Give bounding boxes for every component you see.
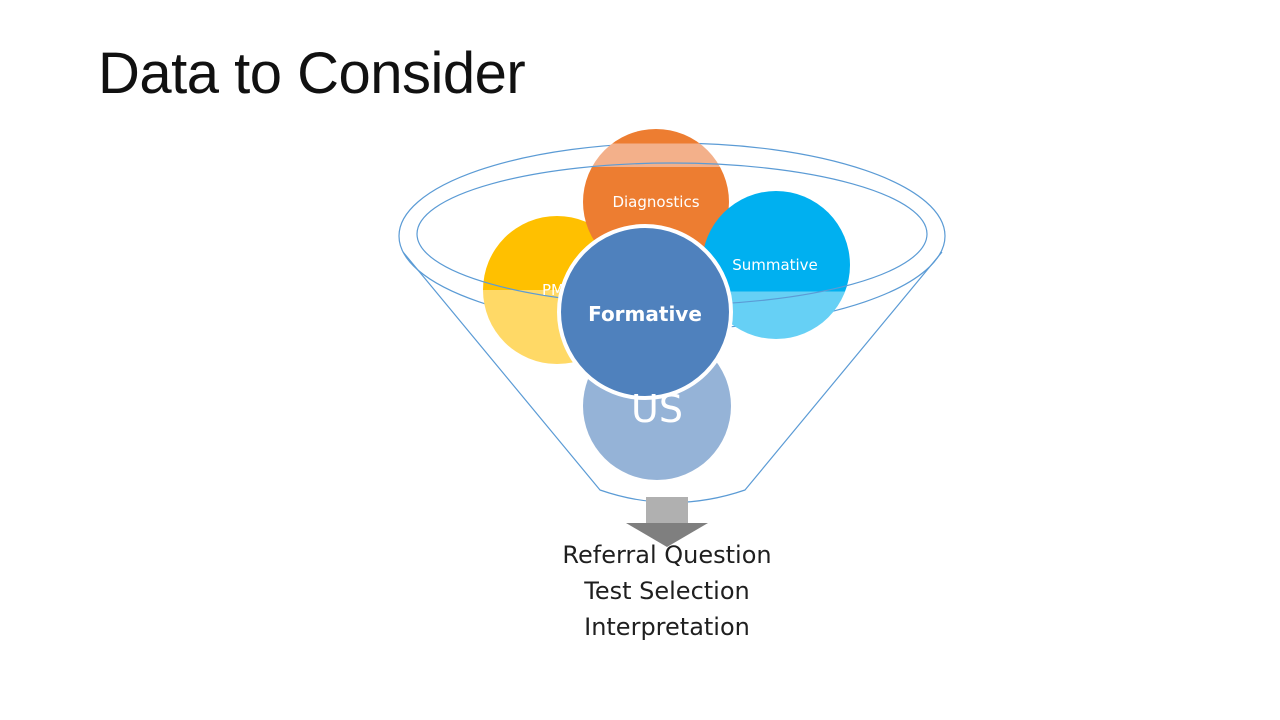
formative-circle <box>557 224 733 400</box>
arrow-down-icon <box>626 523 708 547</box>
diagnostics-label: Diagnostics <box>612 193 699 211</box>
summative-label: Summative <box>732 256 818 274</box>
arrow-shaft <box>646 497 688 525</box>
pm-label: PM <box>542 281 564 299</box>
formative-label: Formative <box>588 302 702 326</box>
page-title: Data to Consider <box>98 41 526 106</box>
output-interpretation: Interpretation <box>584 613 750 641</box>
output-test-selection: Test Selection <box>583 577 750 605</box>
us-label: US <box>631 387 683 431</box>
summative-circle <box>702 191 850 339</box>
output-referral-question: Referral Question <box>562 541 771 569</box>
